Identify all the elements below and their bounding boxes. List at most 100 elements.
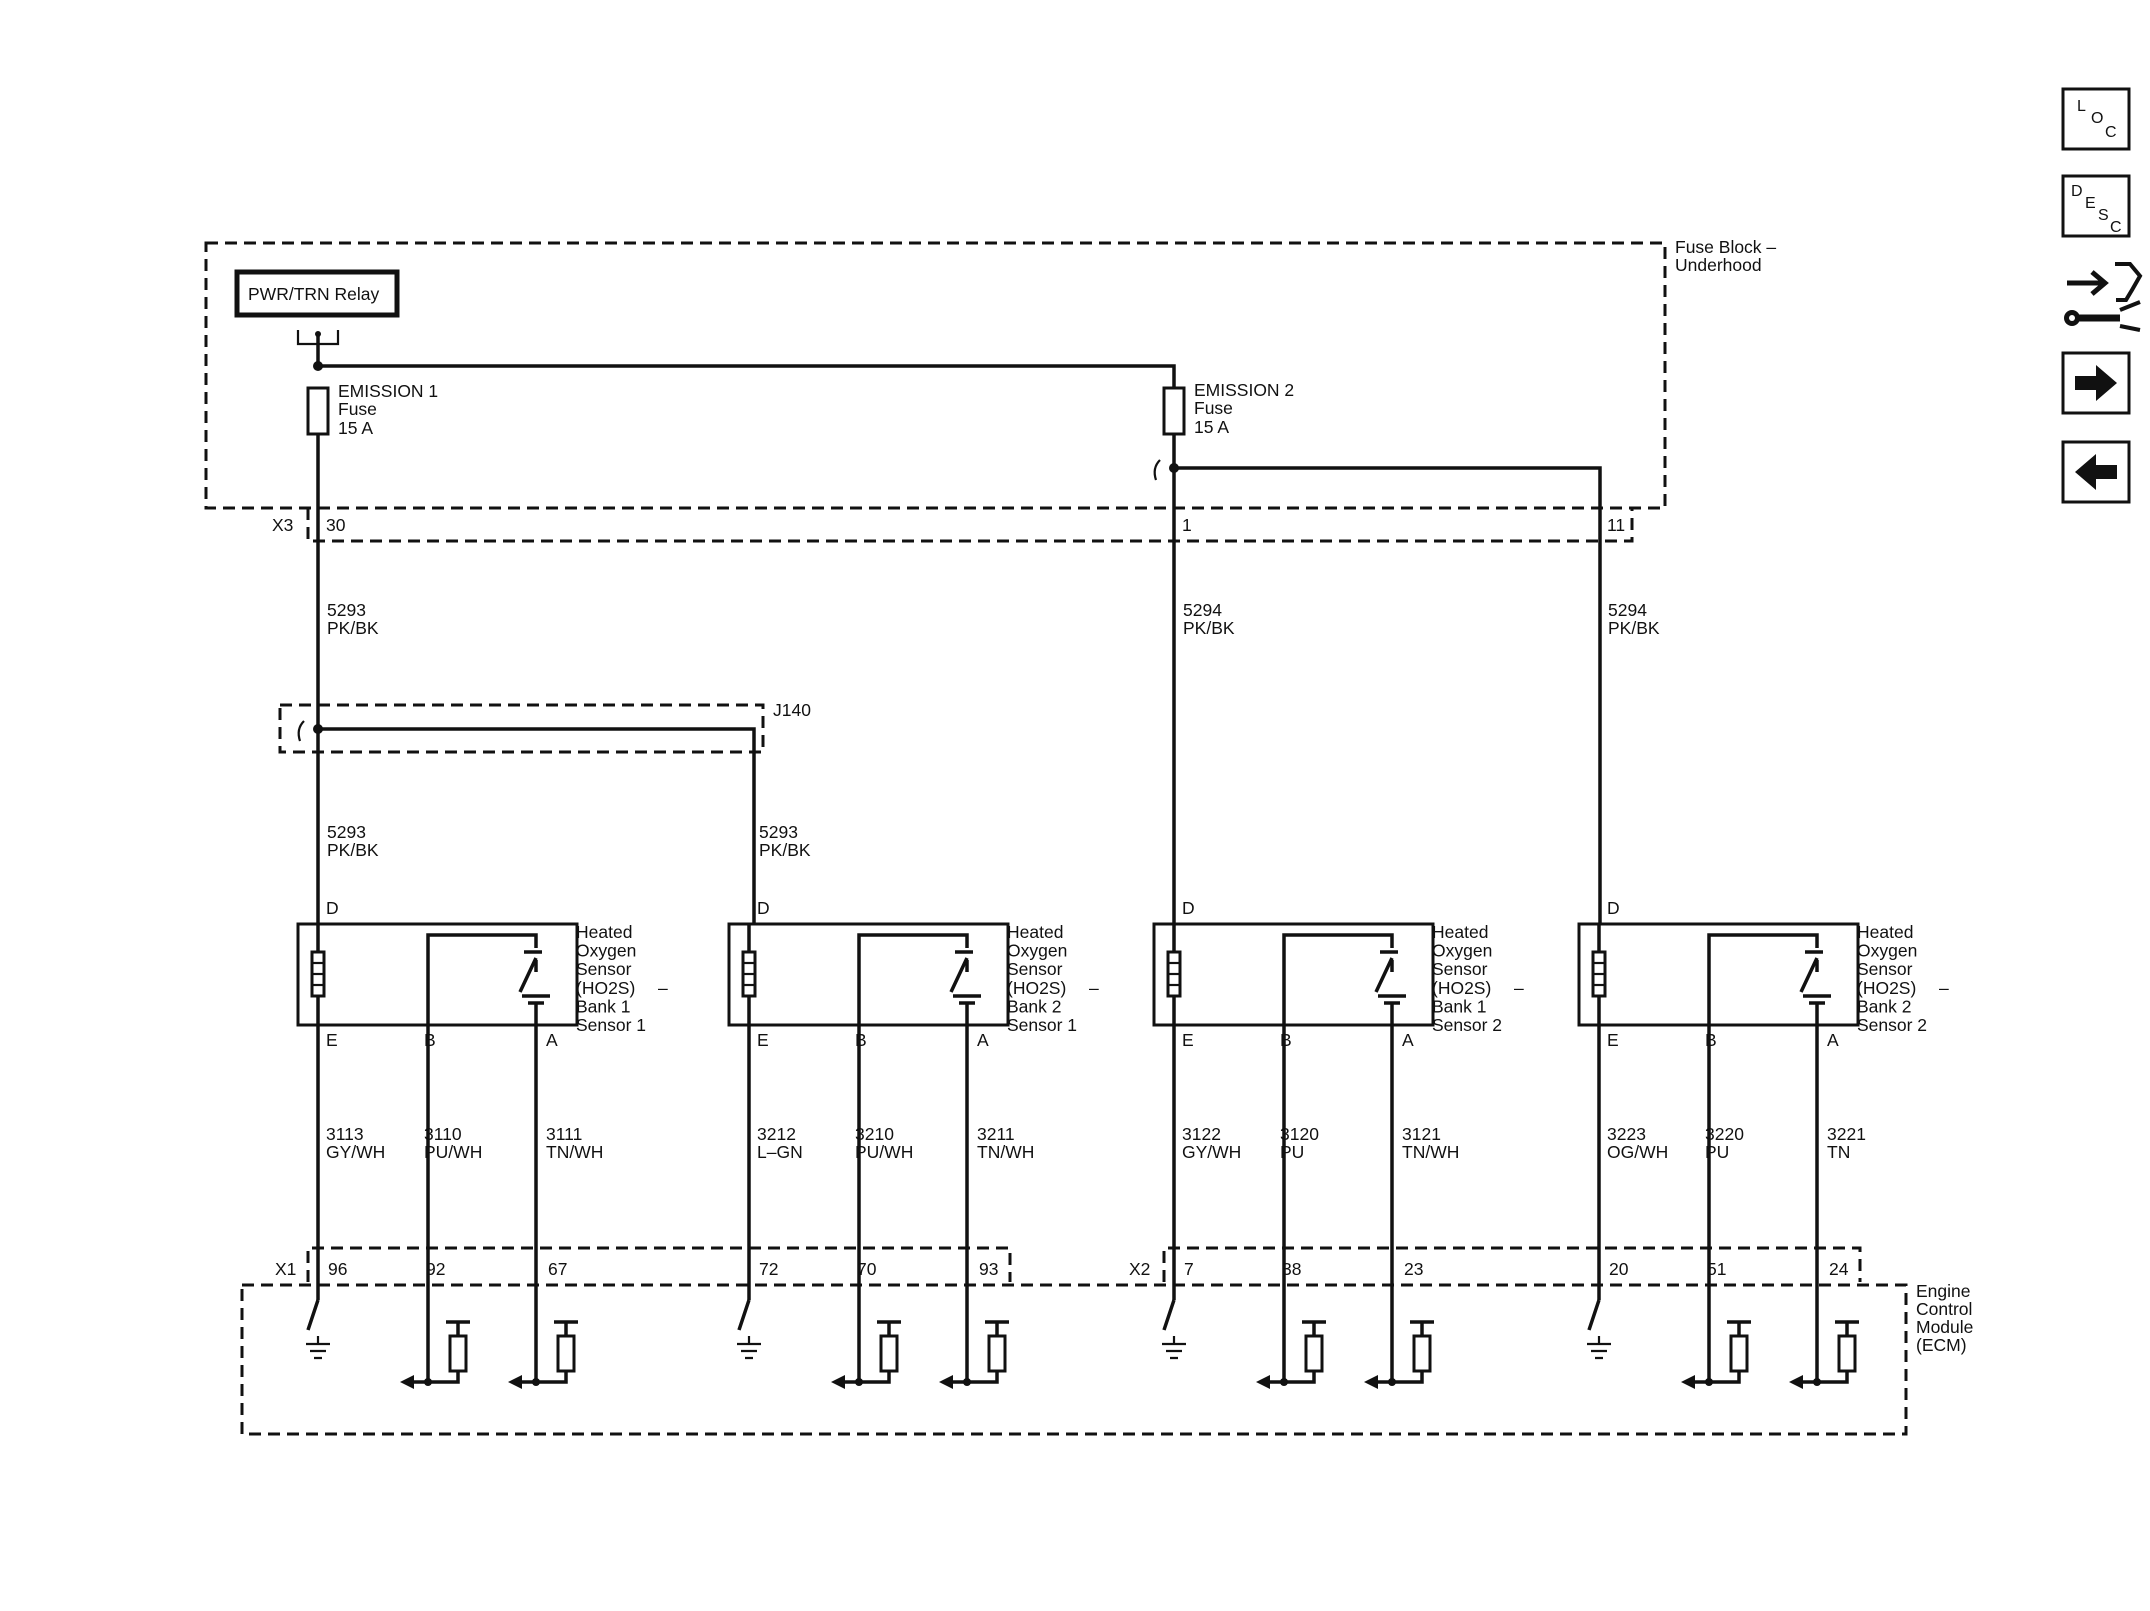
- ecm-pin-number: 96: [328, 1259, 347, 1279]
- ecm-signal-path: [951, 1371, 999, 1384]
- ground-icon: [306, 1336, 330, 1360]
- arrow-icon: [1789, 1375, 1803, 1389]
- ecm-label-4: (ECM): [1916, 1335, 1967, 1355]
- relay-label: PWR/TRN Relay: [248, 284, 380, 304]
- next-button[interactable]: [2061, 351, 2131, 415]
- emission-1-fuse-name: EMISSION 1: [338, 381, 438, 401]
- wire-label-color: PU/WH: [855, 1142, 913, 1162]
- arrow-icon: [939, 1375, 953, 1389]
- fuse-block-label-2: Underhood: [1675, 255, 1762, 275]
- resistor-icon: [1729, 1334, 1749, 1373]
- sensor-name-line: Sensor: [576, 959, 632, 979]
- ecm-pin-number: 72: [759, 1259, 778, 1279]
- fuse-block-label-1: Fuse Block –: [1675, 237, 1776, 257]
- sensor-name-line: Bank 2: [1007, 996, 1061, 1016]
- emission-1-fuse-type: Fuse: [338, 399, 377, 419]
- sensor-name-line: Bank 1: [576, 996, 630, 1016]
- wire-label-color: PK/BK: [1183, 618, 1235, 638]
- wire-label-color: PK/BK: [1608, 618, 1660, 638]
- wire-label-circuit: 3212: [757, 1124, 796, 1144]
- ecm-ground-switch: [306, 1299, 320, 1331]
- wire-5294-branch: [1174, 466, 1602, 924]
- wire-label-circuit: 3223: [1607, 1124, 1646, 1144]
- ground-icon: [737, 1336, 761, 1360]
- sensor-name-dash: –: [658, 978, 668, 998]
- wire-label-circuit: 5294: [1183, 600, 1222, 620]
- emission-2-fuse: EMISSION 2 Fuse 15 A: [1162, 380, 1294, 437]
- sensor-cell-symbol: [1799, 950, 1831, 1025]
- wire-label-color: TN/WH: [1402, 1142, 1459, 1162]
- wire-label-color: TN/WH: [977, 1142, 1034, 1162]
- sensor-name-line: Oxygen: [1007, 941, 1067, 961]
- sensor-name-line: Bank 2: [1857, 996, 1911, 1016]
- sensor-pin-a: A: [977, 1030, 989, 1050]
- wire-label-color: PU: [1280, 1142, 1304, 1162]
- x3-pin-1: 1: [1182, 515, 1192, 535]
- sensor-body: [727, 922, 1010, 1027]
- ecm-pin-number: 24: [1829, 1259, 1849, 1279]
- arrow-left-icon: [2075, 454, 2117, 490]
- ecm-signal-path: [1801, 1371, 1849, 1384]
- resistor-icon: [879, 1334, 899, 1373]
- wire-label-circuit: 3122: [1182, 1124, 1221, 1144]
- ecm-pin-number: 93: [979, 1259, 998, 1279]
- wire-label-color: GY/WH: [326, 1142, 385, 1162]
- wire-label-circuit: 3110: [424, 1124, 462, 1144]
- arrow-right-icon: [2075, 365, 2117, 401]
- resistor-icon: [1304, 1334, 1324, 1373]
- svg-text:C: C: [2105, 124, 2117, 141]
- resistor-icon: [556, 1334, 576, 1373]
- sensor-signal-wire: [1707, 933, 1819, 1025]
- loc-button[interactable]: L O C: [2061, 87, 2131, 151]
- ecm-signal-path: [843, 1371, 891, 1384]
- wire-label-circuit: 5294: [1608, 600, 1647, 620]
- sensor-name-dash: –: [1089, 978, 1099, 998]
- sensor-pin-d: D: [1607, 898, 1620, 918]
- wire-label-color: PK/BK: [759, 840, 811, 860]
- wire-label-color: OG/WH: [1607, 1142, 1668, 1162]
- previous-button[interactable]: [2061, 440, 2131, 504]
- wire-label-circuit: 3221: [1827, 1124, 1866, 1144]
- sensor-signal-wire: [857, 933, 969, 1025]
- connector-x3: [306, 508, 1634, 543]
- sensor-name-line: Oxygen: [1857, 941, 1917, 961]
- splice-j140: [278, 703, 765, 754]
- arrow-icon: [508, 1375, 522, 1389]
- sensor-name-line: Sensor: [1432, 959, 1488, 979]
- svg-text:D: D: [2071, 183, 2083, 200]
- sensor-pin-e: E: [757, 1030, 769, 1050]
- sensor-name-line: Sensor 2: [1857, 1015, 1927, 1035]
- wire-label-circuit: 3220: [1705, 1124, 1744, 1144]
- connector-repair-icon[interactable]: [2064, 262, 2143, 332]
- ecm-pin-number: 70: [857, 1259, 877, 1279]
- arrow-icon: [1681, 1375, 1695, 1389]
- arrow-icon: [1364, 1375, 1378, 1389]
- splice-j140-id: J140: [773, 700, 811, 720]
- sensor-name-line: Sensor: [1007, 959, 1063, 979]
- svg-text:L: L: [2077, 98, 2086, 115]
- svg-text:O: O: [2091, 110, 2103, 127]
- sensor-body: [1577, 922, 1860, 1027]
- x3-pin-30: 30: [326, 515, 346, 535]
- sensor-name-line: (HO2S): [1857, 978, 1916, 998]
- sensor-pin-b: B: [424, 1030, 436, 1050]
- wire-label-color: L–GN: [757, 1142, 803, 1162]
- sensor-name-line: (HO2S): [1007, 978, 1066, 998]
- desc-button[interactable]: D E S C: [2061, 174, 2131, 238]
- sensor-pin-d: D: [326, 898, 339, 918]
- sensor-body: [296, 922, 579, 1027]
- x3-pin-11: 11: [1607, 515, 1625, 535]
- emission-2-fuse-type: Fuse: [1194, 398, 1233, 418]
- wire-label-color: PK/BK: [327, 840, 379, 860]
- sensor-name-line: (HO2S): [1432, 978, 1491, 998]
- wire-label-color: PK/BK: [327, 618, 379, 638]
- resistor-icon: [1837, 1334, 1857, 1373]
- ground-icon: [1162, 1336, 1186, 1360]
- resistor-icon: [1412, 1334, 1432, 1373]
- ecm-pin-number: 92: [426, 1259, 445, 1279]
- pwr-trn-relay: PWR/TRN Relay: [234, 269, 400, 346]
